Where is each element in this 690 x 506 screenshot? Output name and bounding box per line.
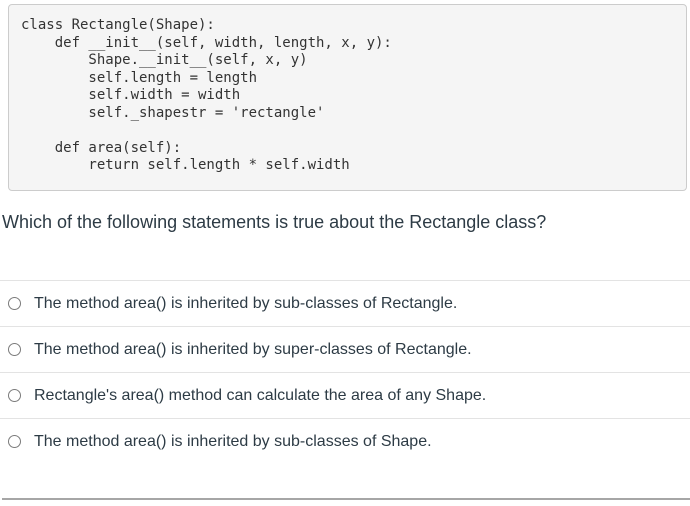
answer-label[interactable]: The method area() is inherited by super-… bbox=[34, 340, 472, 358]
bottom-divider bbox=[2, 498, 690, 500]
quiz-question-page: class Rectangle(Shape): def __init__(sel… bbox=[0, 4, 690, 500]
answer-option-3[interactable]: Rectangle's area() method can calculate … bbox=[0, 371, 690, 418]
code-block: class Rectangle(Shape): def __init__(sel… bbox=[8, 4, 687, 191]
radio-button[interactable] bbox=[8, 342, 21, 356]
answer-option-1[interactable]: The method area() is inherited by sub-cl… bbox=[0, 279, 690, 326]
question-text: Which of the following statements is tru… bbox=[2, 211, 547, 232]
answer-label[interactable]: The method area() is inherited by sub-cl… bbox=[34, 294, 458, 312]
answer-label[interactable]: Rectangle's area() method can calculate … bbox=[34, 386, 487, 404]
answer-label[interactable]: The method area() is inherited by sub-cl… bbox=[34, 432, 432, 450]
answers-list: The method area() is inherited by sub-cl… bbox=[0, 279, 690, 464]
radio-button[interactable] bbox=[8, 388, 21, 402]
radio-button[interactable] bbox=[8, 434, 21, 448]
code-content: class Rectangle(Shape): def __init__(sel… bbox=[21, 17, 392, 173]
answer-option-2[interactable]: The method area() is inherited by super-… bbox=[0, 325, 690, 372]
radio-button[interactable] bbox=[8, 296, 21, 310]
answer-option-4[interactable]: The method area() is inherited by sub-cl… bbox=[0, 417, 690, 464]
